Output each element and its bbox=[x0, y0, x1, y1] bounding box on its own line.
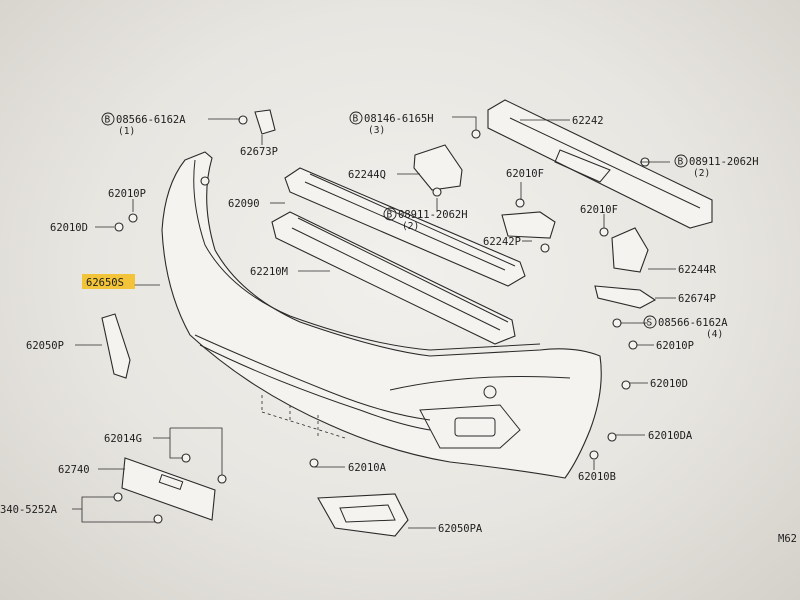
fog-inner bbox=[454, 417, 496, 437]
absorber-upper bbox=[284, 167, 526, 287]
callout-12: 62010D bbox=[50, 222, 88, 234]
callout-26: 62010B bbox=[578, 471, 616, 483]
callout-6: 62010F bbox=[506, 168, 544, 180]
callout-10-qty: (2) bbox=[402, 221, 419, 232]
callout-19: 62050P bbox=[26, 340, 64, 352]
fog-cover bbox=[317, 493, 409, 537]
callout-25: 62010A bbox=[348, 462, 387, 474]
callout-7-qty: (2) bbox=[693, 168, 710, 179]
callout-15: 62650S bbox=[86, 277, 124, 289]
bracket-62244q bbox=[413, 144, 463, 191]
bumper-fog-opening bbox=[419, 404, 521, 449]
callout-8: 62010P bbox=[108, 188, 146, 200]
callout-3-qty: (3) bbox=[368, 125, 385, 136]
callout-11: 62010F bbox=[580, 204, 618, 216]
beam-detail bbox=[509, 117, 701, 209]
callout-20: 62010P bbox=[656, 340, 694, 352]
bracket-62674p bbox=[594, 285, 657, 309]
bumper-lower-grille bbox=[194, 334, 431, 421]
callout-10-part: 08911-2062H bbox=[398, 209, 468, 221]
absorber-upper-ribs bbox=[304, 173, 516, 271]
callout-1-qty: (1) bbox=[118, 126, 135, 137]
fasteners bbox=[113, 115, 650, 524]
callout-18-qty: (4) bbox=[706, 329, 723, 340]
callout-2: 62673P bbox=[240, 146, 278, 158]
bracket-62242p bbox=[501, 211, 556, 239]
bumper-lower-lip bbox=[199, 344, 431, 431]
callout-4: 62242 bbox=[572, 115, 604, 127]
highlight-marker bbox=[82, 274, 135, 289]
callout-29: M62 bbox=[778, 533, 797, 545]
callout-7-marker: B bbox=[678, 157, 684, 168]
license-slot bbox=[158, 474, 184, 490]
callout-18-marker: S bbox=[647, 318, 653, 329]
callout-17: 62674P bbox=[678, 293, 716, 305]
callout-13: 62242P bbox=[483, 236, 521, 248]
callout-3-part: 08146-6165H bbox=[364, 113, 434, 125]
callout-7-part: 08911-2062H bbox=[689, 156, 759, 168]
callout-1-part: 08566-6162A bbox=[116, 114, 186, 126]
side-bracket-62050p bbox=[101, 313, 131, 379]
fog-cover-inner bbox=[339, 504, 396, 523]
callout-28: 62050PA bbox=[438, 523, 483, 535]
callout-16: 62210M bbox=[250, 266, 288, 278]
license-bracket bbox=[121, 457, 216, 521]
callout-24: 62740 bbox=[58, 464, 90, 476]
callout-23: 62010DA bbox=[648, 430, 693, 442]
callout-21: 62010D bbox=[650, 378, 688, 390]
callout-10-marker: B bbox=[387, 210, 393, 221]
bumper-side-line bbox=[389, 376, 571, 391]
dashed-guides bbox=[261, 395, 346, 439]
callout-9: 62090 bbox=[228, 198, 260, 210]
bumper-top-edge bbox=[193, 159, 541, 351]
callout-18-part: 08566-6162A bbox=[658, 317, 728, 329]
circled-markers bbox=[101, 111, 688, 329]
callout-14: 62244R bbox=[678, 264, 717, 276]
callout-1-marker: B bbox=[105, 115, 111, 126]
bracket-62673p bbox=[254, 109, 276, 135]
leader-lines bbox=[72, 116, 676, 529]
callout-5: 62244Q bbox=[348, 169, 386, 181]
tow-hook-cover bbox=[483, 385, 497, 399]
bracket-62244r bbox=[611, 227, 649, 273]
reinforcement-beam bbox=[487, 99, 713, 229]
callout-22: 62014G bbox=[104, 433, 142, 445]
callout-3-marker: B bbox=[353, 114, 359, 125]
absorber-lower-ribs bbox=[291, 217, 509, 331]
callout-27: 340-5252A bbox=[0, 504, 58, 516]
